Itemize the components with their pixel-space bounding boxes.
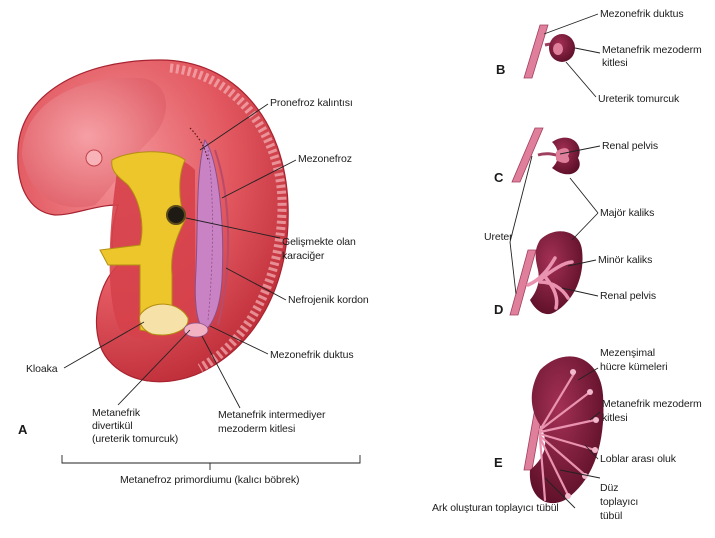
label-major-kaliks: Majör kaliks xyxy=(600,207,654,219)
label-divertikul-3: (ureterik tomurcuk) xyxy=(92,433,178,445)
label-intermediyer-1: Metanefrik intermediyer xyxy=(218,409,325,421)
label-mezonefrik-duktus-b: Mezonefrik duktus xyxy=(600,8,684,20)
metanephric-mass xyxy=(184,323,208,337)
label-divertikul-2: divertikül xyxy=(92,420,132,432)
label-ark: Ark oluşturan toplayıcı tübül xyxy=(432,502,559,514)
label-ureterik-b: Ureterik tomurcuk xyxy=(598,93,679,105)
label-renal-pelvis-d: Renal pelvis xyxy=(600,290,656,302)
label-mezonefrik-duktus-a: Mezonefrik duktus xyxy=(270,349,354,361)
panel-letter-b: B xyxy=(496,62,505,77)
otic-vesicle xyxy=(86,150,102,166)
label-renal-pelvis-c: Renal pelvis xyxy=(602,140,658,152)
label-duz-2: toplayıcı xyxy=(600,496,638,508)
label-duz-1: Düz xyxy=(600,482,618,494)
label-metanefrik-b-1: Metanefrik mezoderm xyxy=(602,44,702,56)
label-divertikul-1: Metanefrik xyxy=(92,407,140,419)
label-kloaka: Kloaka xyxy=(26,363,58,375)
label-pronefroz: Pronefroz kalıntısı xyxy=(270,97,353,109)
label-ureter: Ureter xyxy=(484,231,513,243)
label-mezonefroz: Mezonefroz xyxy=(298,153,352,165)
label-intermediyer-2: mezoderm kitlesi xyxy=(218,423,295,435)
kidney-illustration-d xyxy=(510,231,583,315)
panel-letter-a: A xyxy=(18,422,27,437)
panel-letter-e: E xyxy=(494,455,503,470)
label-nefrojenik: Nefrojenik kordon xyxy=(288,294,369,306)
label-metanefrik-b-2: kitlesi xyxy=(602,57,628,69)
label-metanefrik-e-1: Metanefrik mezoderm xyxy=(602,398,702,410)
kidney-illustration-b xyxy=(524,25,575,78)
kidney-illustration-e xyxy=(524,356,603,503)
label-metanefrik-e-2: kitlesi xyxy=(602,412,628,424)
kidney-illustration-c xyxy=(512,128,580,182)
label-minor-kaliks: Minör kaliks xyxy=(598,254,652,266)
embryo-illustration xyxy=(18,60,288,382)
label-loblar: Loblar arası oluk xyxy=(600,453,676,465)
panel-letter-c: C xyxy=(494,170,503,185)
label-karaciger-2: karaciğer xyxy=(282,250,324,262)
label-mezensimal-1: Mezenşimal xyxy=(600,347,655,359)
label-primordium: Metanefroz primordiumu (kalıcı böbrek) xyxy=(120,474,299,486)
label-karaciger-1: Gelişmekte olan xyxy=(282,236,356,248)
developing-liver xyxy=(167,206,185,224)
label-mezensimal-2: hücre kümeleri xyxy=(600,361,667,373)
label-duz-3: tübül xyxy=(600,510,622,522)
panel-letter-d: D xyxy=(494,302,503,317)
